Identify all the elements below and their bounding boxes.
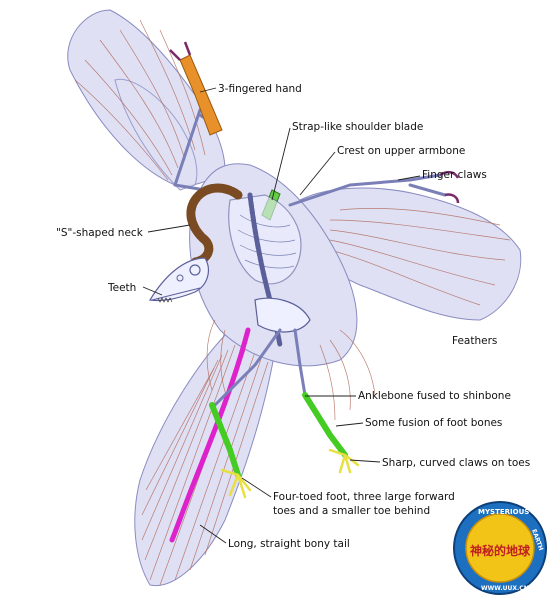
label-shoulder-blade: Strap-like shoulder blade [292,121,423,133]
label-four-toed-1: Four-toed foot, three large forward [273,491,455,503]
mysterious-earth-logo: MYSTERIOUS EARTH 神秘的地球 WWW.UUX.CN [453,501,547,595]
right-wing [299,187,522,321]
label-crest: Crest on upper armbone [337,145,465,157]
label-finger-claws: Finger claws [422,169,487,181]
pelvis [254,297,311,333]
ribcage [228,194,302,285]
leader-lines [142,87,421,544]
labels: 3-fingered hand Strap-like shoulder blad… [56,83,530,550]
label-teeth: Teeth [107,282,136,294]
logo-url: WWW.UUX.CN [481,585,529,592]
tail-bone [169,327,251,543]
right-leg [293,328,360,474]
label-tail: Long, straight bony tail [228,538,350,550]
label-feathers: Feathers [452,335,497,347]
right-arm-bones [288,170,460,207]
label-anklebone: Anklebone fused to shinbone [358,390,511,402]
label-foot-fusion: Some fusion of foot bones [365,417,502,429]
left-leg [209,328,282,499]
skull [149,257,209,303]
hand-bones [169,41,223,136]
logo-glyphs: 神秘的地球 [470,543,531,558]
label-claws-toes: Sharp, curved claws on toes [382,457,530,469]
label-neck: "S"-shaped neck [56,227,144,239]
label-hand: 3-fingered hand [218,83,302,95]
neck-bones [186,183,243,267]
logo-text-top: MYSTERIOUS [478,508,529,516]
label-four-toed-2: toes and a smaller toe behind [273,505,430,517]
